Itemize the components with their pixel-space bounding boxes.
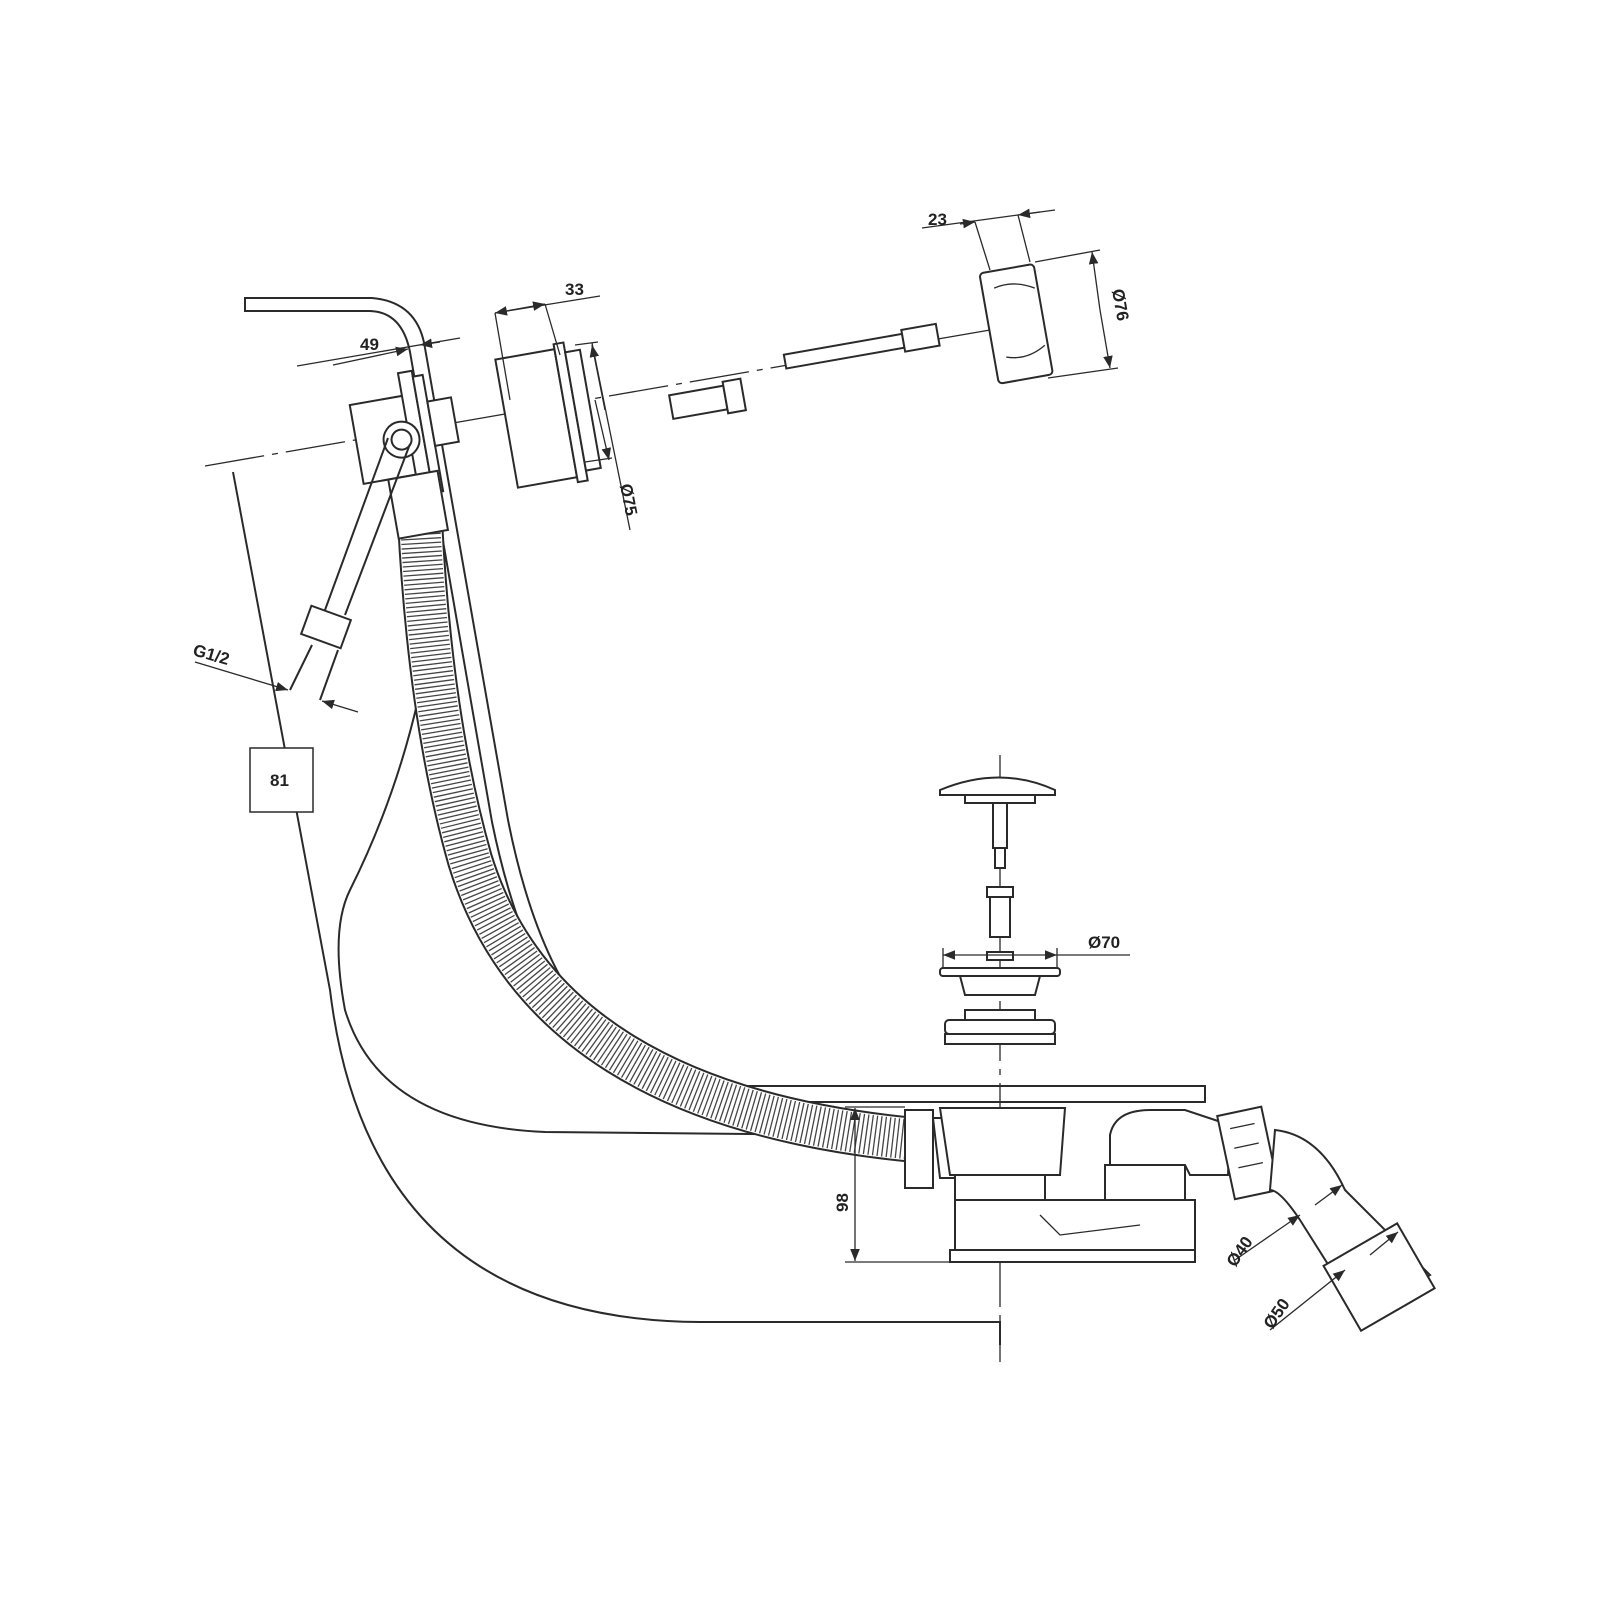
bath-inner-line	[337, 699, 861, 1136]
dim-49-label: 49	[360, 335, 379, 354]
dim-49: 49	[296, 335, 461, 367]
plug-assembly	[939, 776, 1061, 1045]
dim-98: 98	[833, 1106, 950, 1263]
dim-d75-label: Ø75	[616, 482, 641, 517]
waste-body	[904, 1107, 1232, 1263]
dim-d70: Ø70	[942, 933, 1130, 968]
dim-g12: G1/2	[191, 641, 359, 713]
dim-d76-label: Ø76	[1108, 287, 1132, 322]
bath-wall	[244, 297, 1206, 1103]
dim-33: 33	[494, 280, 601, 401]
overflow-cap	[979, 263, 1054, 385]
dim-81-box: 81	[249, 747, 314, 813]
overflow-cover	[494, 341, 602, 489]
inlet-hose	[289, 437, 411, 701]
bath-outer-shell	[232, 471, 1001, 1345]
dim-d70-label: Ø70	[1088, 933, 1120, 952]
outlet-elbow	[1216, 1105, 1437, 1333]
bowden-cable-parts	[667, 322, 941, 421]
dim-33-label: 33	[565, 280, 584, 299]
dim-d40-label: Ø40	[1223, 1233, 1257, 1270]
dim-81-label: 81	[270, 771, 289, 790]
dim-g12-label: G1/2	[191, 641, 232, 669]
dim-23-label: 23	[928, 210, 947, 229]
dim-23: 23	[921, 208, 1056, 271]
dim-98-label: 98	[833, 1193, 852, 1212]
corrugated-hose	[397, 518, 918, 1163]
dim-d50-label: Ø50	[1260, 1295, 1294, 1332]
overflow-body	[348, 369, 460, 540]
